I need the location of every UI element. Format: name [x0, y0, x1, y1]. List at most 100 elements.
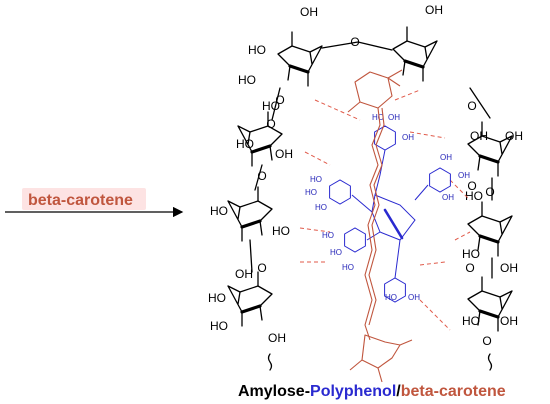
ring-oxygen-label: O	[257, 261, 266, 275]
galloyl-ring	[329, 179, 351, 205]
hydroxyl-label: HO	[210, 204, 228, 218]
ring-oxygen-label: O	[485, 185, 494, 199]
carotene-end-ring-bottom	[361, 334, 401, 369]
caption-amylose: Amylose	[238, 383, 305, 400]
ester-linkages	[351, 149, 429, 279]
glucose-substituents	[247, 111, 273, 167]
glucose-unit	[277, 31, 323, 87]
carotene-polyene-chain	[364, 107, 381, 341]
glucose-unit	[237, 111, 283, 167]
carotene-end-ring-top	[354, 71, 393, 109]
glucose-ring-front-bond	[403, 59, 425, 69]
polyphenol-hydroxyl: HO	[305, 188, 317, 197]
ring-oxygen-label: O	[350, 35, 359, 49]
polyphenol-hydroxyl: HO	[385, 293, 397, 302]
ring-oxygen-label: O	[257, 169, 266, 183]
carotene-methyls-bottom	[349, 339, 413, 383]
polyphenol-hydroxyl-right: OH	[458, 171, 470, 180]
arrow-label: beta-carotene	[28, 192, 133, 209]
hydroxyl-label-right: OH	[425, 3, 443, 17]
galloyl-ring	[344, 227, 366, 253]
polyphenol-hydroxyl: HO	[372, 113, 384, 122]
hydroxyl-label-right: OH	[300, 5, 318, 19]
caption-slash: /	[396, 383, 401, 400]
hydrogen-bond	[314, 99, 361, 121]
hydroxyl-label-right: OH	[275, 147, 293, 161]
ring-oxygen-label: O	[266, 117, 275, 131]
glucose-unit	[467, 121, 513, 177]
glucose-ring-front-bond	[478, 154, 500, 164]
hydroxyl-label-right: OH	[500, 261, 518, 275]
hydrogen-bond	[299, 227, 331, 233]
glucose-substituents	[477, 201, 503, 257]
glucose-ring-front-bond	[478, 309, 500, 319]
polyphenol-hydroxyl: HO	[315, 203, 327, 212]
hydrogen-bond	[394, 89, 421, 101]
glucose-substituents	[477, 276, 503, 332]
polyphenol-hydroxyl-right: OH	[408, 293, 420, 302]
hydrogen-bond	[449, 179, 471, 201]
hydroxyl-label: HO	[262, 99, 280, 113]
chain-continuation-left	[267, 353, 273, 371]
glucose-substituents	[237, 271, 263, 327]
hydrogen-bond	[419, 299, 451, 331]
polyphenol-hydroxyl-right: OH	[442, 193, 454, 202]
glucose-ring-front-bond	[240, 219, 262, 229]
hydroxyl-label-right: OH	[500, 314, 518, 328]
galloyl-ring	[384, 277, 406, 303]
glycosidic-bonds	[249, 41, 493, 279]
polyphenol-hydroxyl: HO	[310, 175, 322, 184]
glucose-unit	[392, 26, 438, 82]
glucose-ring-front-bond	[240, 304, 262, 314]
beta-carotene-molecule	[347, 69, 413, 383]
hydroxyl-label: HO	[248, 43, 266, 57]
glucose-ring-front-bond	[478, 234, 500, 244]
hydroxyl-label: HO	[465, 189, 483, 203]
caption-polyphenol: Polyphenol	[310, 383, 396, 400]
hydrogen-bond	[454, 231, 471, 241]
hydroxyl-label: HO	[208, 291, 226, 305]
polyphenol-hydroxyl: HO	[330, 248, 342, 257]
hydroxyl-label: HO	[236, 137, 254, 151]
polyphenol-hydroxyl-right: OH	[388, 113, 400, 122]
ring-oxygen-label: O	[467, 99, 476, 113]
hydrogen-bond	[409, 131, 446, 139]
polyphenol-hydroxyl-right: OH	[440, 153, 452, 162]
polyphenol-core-bold-bond	[383, 208, 404, 240]
glucose-unit	[227, 271, 273, 327]
glucose-unit	[467, 201, 513, 257]
caption-dash: -	[305, 383, 310, 400]
hydrogen-bonds	[299, 89, 471, 331]
glucose-ring-front-bond	[250, 144, 272, 154]
hydrogen-bond	[304, 151, 331, 166]
chain-continuation-right	[487, 353, 493, 371]
glucose-unit	[467, 276, 513, 332]
glucose-substituents	[237, 186, 263, 242]
hydroxyl-label: HO	[272, 224, 290, 238]
polyphenol-hydroxyl: HO	[342, 263, 354, 272]
hydroxyl-label-right: OH	[470, 129, 488, 143]
hydroxyl-label: HO	[238, 73, 256, 87]
hydroxyl-label: HO	[210, 319, 228, 333]
galloyl-ring	[429, 167, 451, 193]
glucose-substituents	[287, 31, 313, 87]
ring-oxygen-label: O	[467, 179, 476, 193]
ring-oxygen-label: O	[275, 93, 284, 107]
hydroxyl-label-right: OH	[268, 331, 286, 345]
ring-oxygen-label: O	[482, 334, 491, 348]
hydroxyl-label-right: OH	[505, 129, 523, 143]
glucose-unit	[227, 186, 273, 242]
hydrogen-bond	[419, 261, 446, 266]
carotene-methyls-top	[347, 69, 403, 113]
hydroxyl-label-right: OH	[235, 267, 253, 281]
caption-carotene: beta-carotene	[401, 383, 506, 400]
hydroxyl-label: HO	[462, 247, 480, 261]
arrow-label-highlight	[22, 188, 146, 210]
polyphenol-hydroxyl: HO	[322, 231, 334, 240]
polyphenol-hydroxyl-right: OH	[402, 133, 414, 142]
glucose-substituents	[402, 26, 428, 82]
ring-oxygen-label: O	[465, 261, 474, 275]
